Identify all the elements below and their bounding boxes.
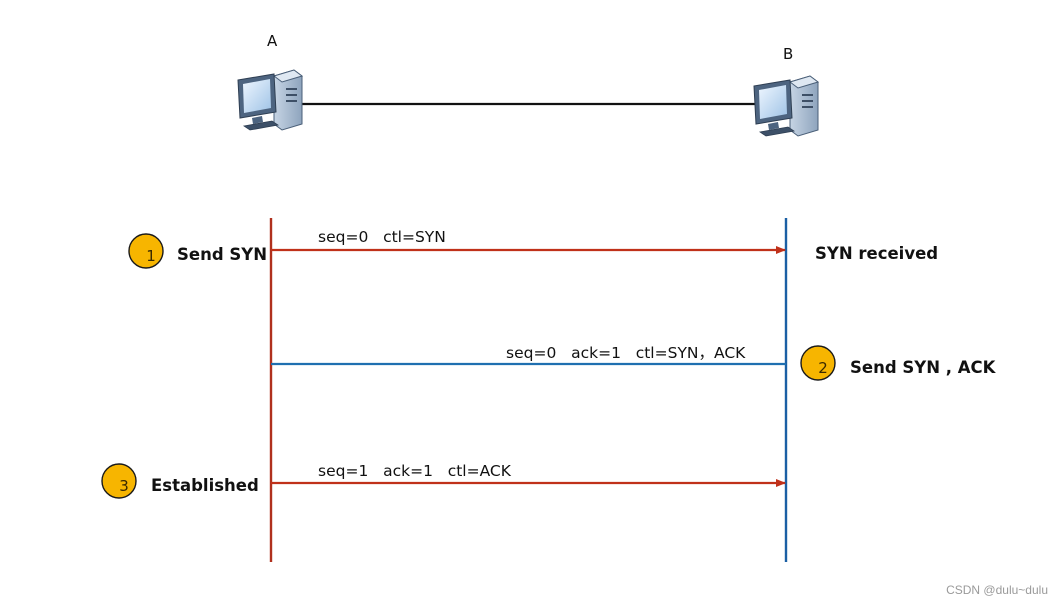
message-label-1: seq=0 ctl=SYN bbox=[318, 228, 446, 246]
step-2-label: Send SYN , ACK bbox=[850, 358, 997, 377]
step-3-label: Established bbox=[151, 476, 259, 495]
syn-received-label: SYN received bbox=[815, 244, 938, 263]
message-label-3: seq=1 ack=1 ctl=ACK bbox=[318, 462, 512, 480]
computer-a-icon bbox=[237, 69, 303, 131]
step-1-badge bbox=[128, 233, 164, 269]
step-3-badge bbox=[101, 463, 137, 499]
step-2-badge bbox=[800, 345, 836, 381]
step-1-number: 1 bbox=[146, 247, 156, 265]
host-a-label: A bbox=[267, 32, 278, 50]
watermark: CSDN @dulu~dulu bbox=[946, 583, 1048, 597]
message-label-2: seq=0 ack=1 ctl=SYN，ACK bbox=[506, 344, 746, 362]
step-1-label: Send SYN bbox=[177, 245, 267, 264]
computer-b-icon bbox=[753, 75, 819, 137]
step-3-number: 3 bbox=[119, 477, 129, 495]
step-2-number: 2 bbox=[818, 359, 828, 377]
host-b-label: B bbox=[783, 45, 793, 63]
